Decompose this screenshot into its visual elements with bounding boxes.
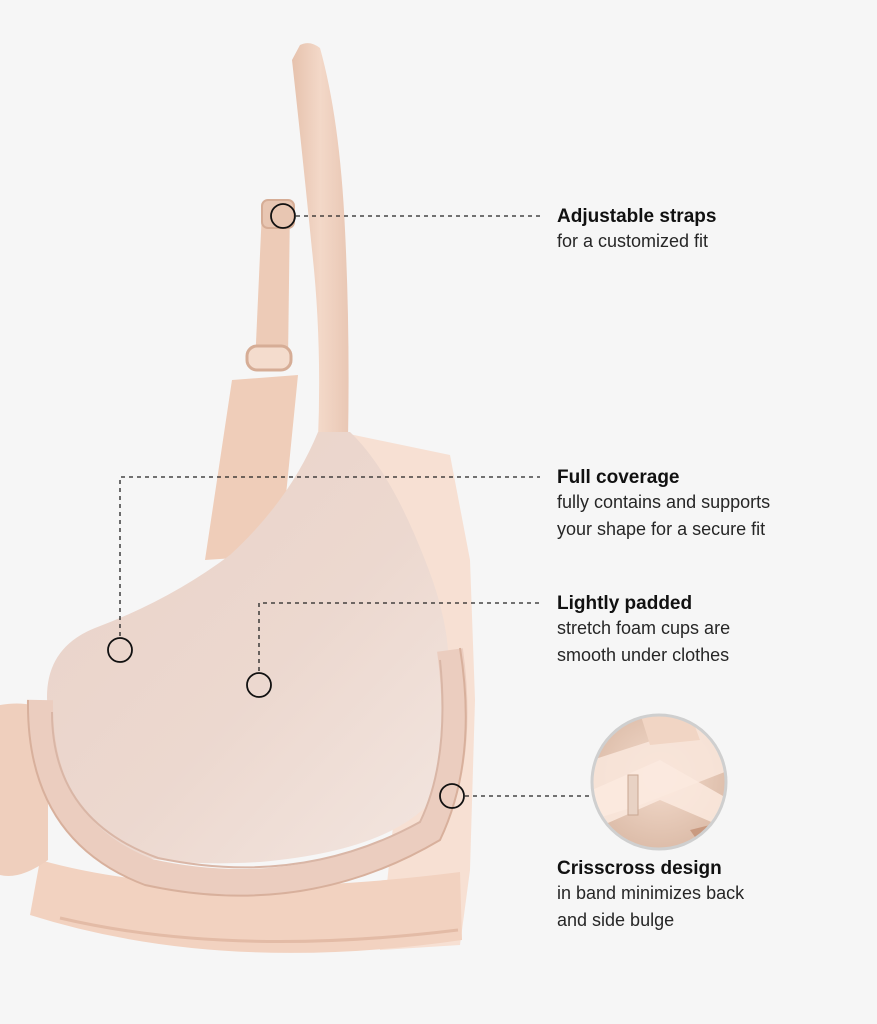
strap-ring <box>245 344 293 372</box>
feature-description: smooth under clothes <box>557 645 730 665</box>
callout-marker <box>439 783 465 809</box>
callout-marker <box>107 637 133 663</box>
feature-title: Lightly padded <box>557 593 693 614</box>
feature-description: stretch foam cups are <box>557 618 731 638</box>
callout-adjustable-straps <box>270 203 540 229</box>
feature-description: in band minimizes back <box>557 883 745 903</box>
callout-line <box>258 602 540 671</box>
feature-lightly-padded: Lightly padded stretch foam cups are smo… <box>557 593 857 669</box>
feature-adjustable-straps: Adjustable straps for a customized fit <box>557 206 857 255</box>
callout-marker <box>246 672 272 698</box>
feature-full-coverage: Full coverage fully contains and support… <box>557 467 857 543</box>
underwire <box>26 648 468 896</box>
shoulder-strap <box>292 43 349 440</box>
crisscross-inset-image <box>590 713 728 851</box>
feature-title: Crisscross design <box>557 858 722 879</box>
cup <box>46 432 454 864</box>
feature-description: fully contains and supports <box>557 492 771 512</box>
band-edge <box>59 916 459 944</box>
strap-lower <box>255 205 290 365</box>
callout-marker <box>270 203 296 229</box>
feature-description: your shape for a secure fit <box>557 519 766 539</box>
feature-description: and side bulge <box>557 910 675 930</box>
bra-illustration <box>0 43 475 953</box>
underwire-outer <box>26 647 467 897</box>
feature-crisscross-design: Crisscross design in band minimizes back… <box>557 858 857 934</box>
feature-title: Full coverage <box>557 467 680 488</box>
callout-lightly-padded <box>246 602 540 698</box>
callout-crisscross-design <box>439 783 592 809</box>
underwire-stitch <box>51 659 444 869</box>
callout-full-coverage <box>107 476 540 663</box>
feature-title: Adjustable straps <box>557 206 717 227</box>
feature-description: for a customized fit <box>557 231 709 251</box>
